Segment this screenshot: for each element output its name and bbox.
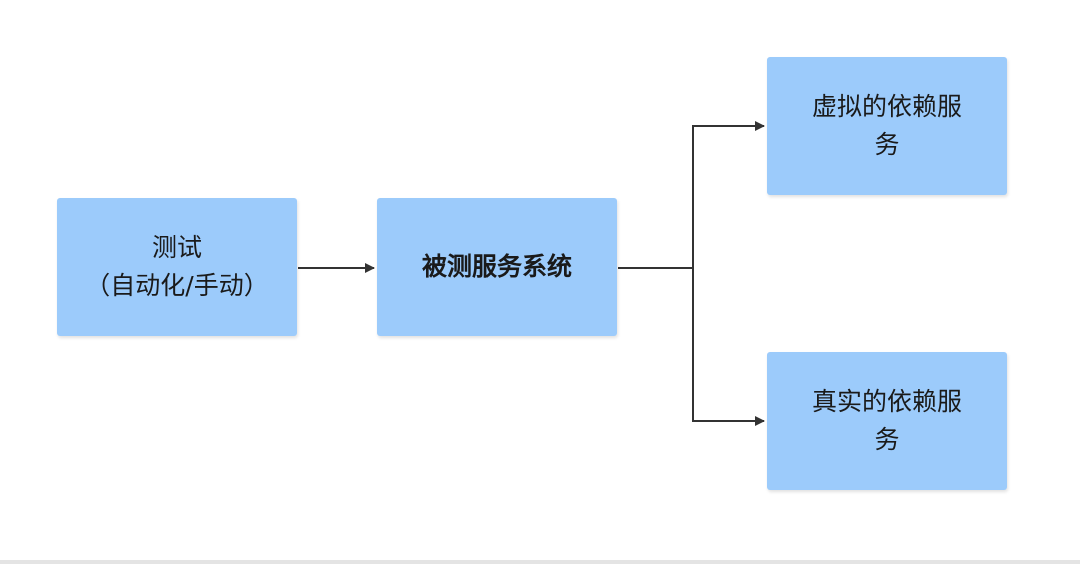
- node-system-under-test: 被测服务系统: [377, 198, 617, 336]
- node-real-dependency: 真实的依赖服 务: [767, 352, 1007, 490]
- node-test: 测试 （自动化/手动）: [57, 198, 297, 336]
- node-test-label: 测试: [151, 233, 202, 262]
- node-mock-dependency-label-line1: 虚拟的依赖服: [811, 92, 962, 121]
- node-mock-dependency: 虚拟的依赖服 务: [767, 57, 1007, 195]
- node-real-dependency-label-line2: 务: [874, 425, 900, 454]
- node-test-sublabel: （自动化/手动）: [85, 271, 269, 300]
- node-system-under-test-label: 被测服务系统: [421, 252, 572, 281]
- node-mock-dependency-label-line2: 务: [874, 130, 900, 159]
- bottom-divider: [0, 560, 1080, 564]
- node-real-dependency-label-line1: 真实的依赖服: [811, 387, 962, 416]
